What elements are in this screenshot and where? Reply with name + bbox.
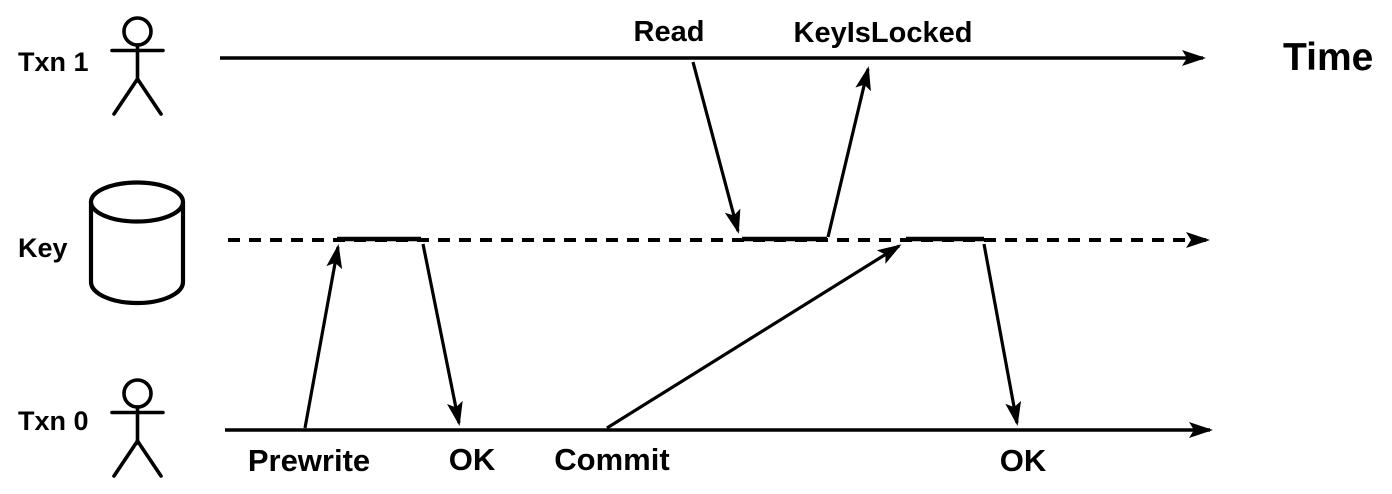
read-label: Read bbox=[634, 16, 705, 48]
prewrite-arrow bbox=[303, 244, 343, 429]
lane-txn0: Txn 0 bbox=[18, 378, 1213, 478]
lane-label-txn0: Txn 0 bbox=[18, 406, 89, 436]
prewrite-ok-arrow bbox=[421, 243, 463, 426]
commit-ok-arrow bbox=[982, 243, 1022, 426]
read-arrow bbox=[691, 61, 741, 234]
commit-ok-label: OK bbox=[1000, 443, 1047, 478]
person-icon bbox=[110, 378, 165, 478]
lane-key: Key bbox=[18, 180, 1210, 306]
message-arrows bbox=[303, 61, 1022, 430]
commit-label: Commit bbox=[554, 442, 669, 477]
lane-label-key: Key bbox=[18, 233, 68, 263]
message-labels: Read KeyIsLocked Prewrite OK Commit OK bbox=[248, 16, 1047, 478]
commit-arrow bbox=[606, 244, 902, 430]
prewrite-ok-label: OK bbox=[449, 442, 496, 477]
time-axis-label: Time bbox=[1283, 36, 1373, 79]
lane-label-txn1: Txn 1 bbox=[18, 47, 89, 77]
keyislocked-arrow bbox=[826, 66, 871, 238]
keyislocked-label: KeyIsLocked bbox=[794, 17, 973, 49]
person-icon bbox=[110, 16, 165, 116]
database-icon bbox=[88, 180, 186, 306]
lane-txn1: Txn 1 bbox=[18, 16, 1206, 116]
prewrite-label: Prewrite bbox=[248, 443, 370, 478]
